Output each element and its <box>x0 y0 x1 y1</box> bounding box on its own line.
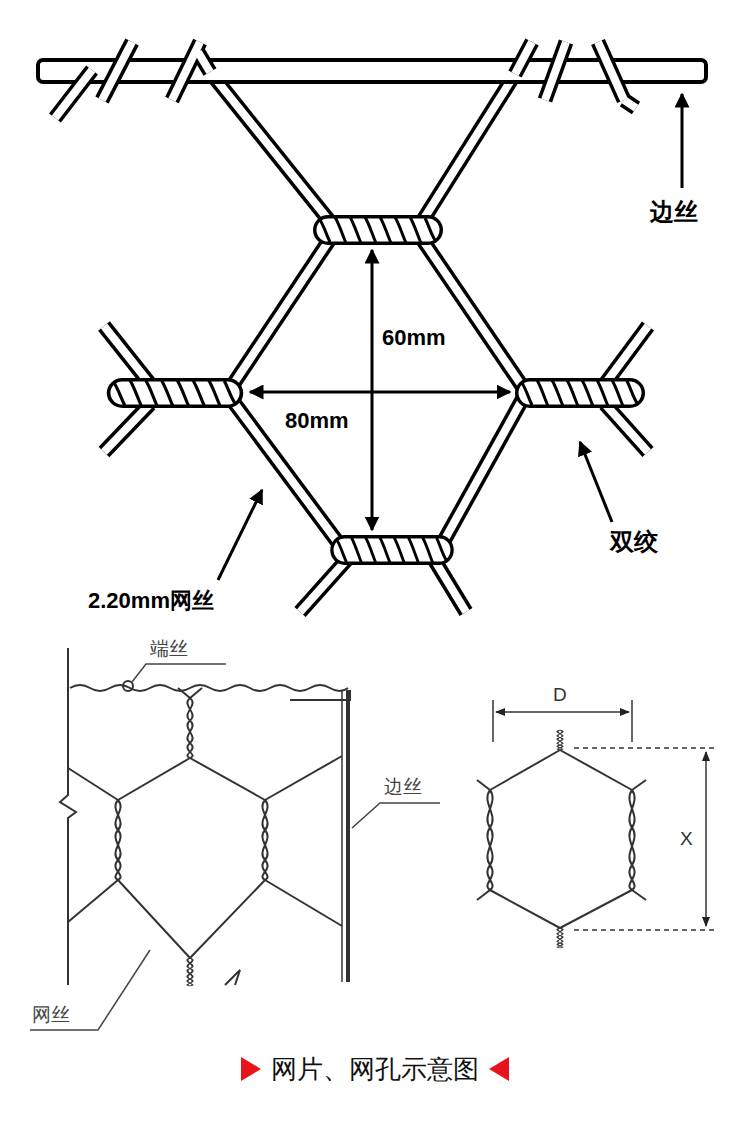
part-label: 边丝 <box>650 198 698 226</box>
dimension-label: D <box>553 684 567 706</box>
rod-wraps <box>55 42 636 118</box>
hole-mesh <box>490 890 560 928</box>
panel-leaders <box>30 950 150 1030</box>
double-twist <box>114 217 637 563</box>
hole-twists <box>487 790 492 890</box>
hole-twists <box>557 730 562 750</box>
panel-mesh <box>118 758 190 800</box>
panel-frame <box>123 681 133 691</box>
panel-frame <box>70 685 348 691</box>
hole-dimensions <box>492 700 494 742</box>
panel-twists <box>187 958 192 986</box>
panel-frame <box>341 690 343 982</box>
dimension-lines <box>250 391 510 394</box>
panel-mesh <box>178 688 190 698</box>
dimension-label: X <box>680 828 693 850</box>
double-twist <box>114 380 235 406</box>
hole-dimensions <box>705 752 707 926</box>
panel-mesh <box>265 880 342 926</box>
panel-twists <box>115 698 267 986</box>
panel-mesh <box>190 758 265 800</box>
hole-mesh <box>477 890 490 900</box>
part-label: 网丝 <box>32 1004 70 1026</box>
hole-twists <box>487 730 634 948</box>
dimension-label: 80mm <box>285 408 349 433</box>
panel-frame <box>60 648 350 985</box>
caption-triangle <box>489 1057 509 1081</box>
double-twist <box>522 380 637 406</box>
hole-mesh <box>560 890 632 928</box>
hole-mesh <box>477 780 490 790</box>
caption-triangle <box>241 1057 261 1081</box>
hole-mesh <box>477 750 646 928</box>
dimension-lines <box>250 250 510 530</box>
panel-twists <box>262 800 267 880</box>
panel-twists <box>187 698 192 758</box>
hole-mesh <box>490 750 560 790</box>
panel-mesh <box>190 880 265 958</box>
hole-dimensions <box>574 929 714 931</box>
hole-mesh <box>560 750 632 790</box>
rod-wraps <box>55 42 636 118</box>
leader-arrows <box>681 94 684 188</box>
panel-frame <box>60 648 76 985</box>
panel-mesh <box>68 688 342 985</box>
panel-frame <box>290 690 350 700</box>
double-twist <box>337 537 446 563</box>
hole-dimensions <box>631 700 633 742</box>
part-label: 双绞 <box>610 528 658 556</box>
mesh-wires <box>104 72 648 612</box>
panel-mesh <box>265 756 342 800</box>
caption: 网片、网孔示意图 <box>0 1054 750 1085</box>
mesh-wires <box>104 72 648 612</box>
panel-mesh <box>190 688 202 698</box>
hole-dimensions <box>496 711 629 713</box>
rod-wraps <box>55 42 636 118</box>
panel-mesh <box>225 970 240 985</box>
panel-leaders <box>352 803 440 828</box>
part-label: 2.20mm网丝 <box>88 588 214 613</box>
hole-mesh <box>632 780 646 790</box>
panel-mesh <box>68 768 118 800</box>
panel-leaders <box>132 664 226 682</box>
panel-frame <box>346 690 350 982</box>
mesh-wires <box>104 72 648 612</box>
panel-mesh <box>118 880 190 958</box>
hole-twists <box>629 790 634 890</box>
hole-mesh <box>632 890 646 900</box>
dimension-lines <box>371 250 374 530</box>
double-twist <box>320 217 435 243</box>
panel-twists <box>115 800 120 880</box>
part-label: 端丝 <box>150 638 188 660</box>
panel-leaders <box>30 664 440 1030</box>
caption-text: 网片、网孔示意图 <box>271 1054 479 1084</box>
leader-arrows <box>580 442 612 522</box>
hole-dimensions <box>574 747 714 749</box>
leader-arrows <box>218 490 262 580</box>
hole-twists <box>557 928 562 948</box>
panel-mesh <box>68 880 118 922</box>
leader-arrows <box>218 94 682 580</box>
dimension-label: 60mm <box>382 325 446 350</box>
part-label: 边丝 <box>384 776 422 798</box>
hole-dimensions <box>493 700 714 930</box>
